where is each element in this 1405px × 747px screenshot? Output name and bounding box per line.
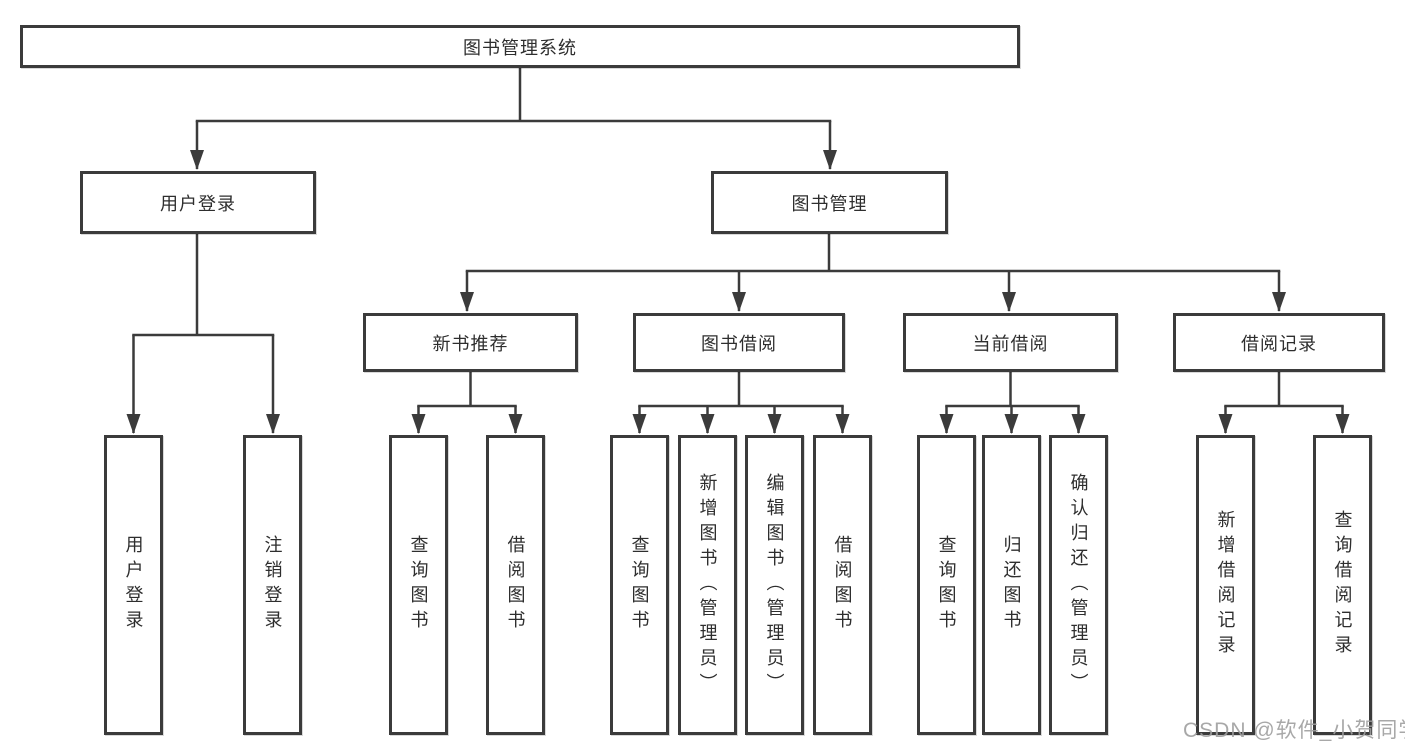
node-user-login: 用户登录: [80, 171, 316, 234]
leaf-logout: 注销登录: [243, 435, 302, 735]
node-library-management-system: 图书管理系统: [20, 25, 1020, 68]
leaf-user-login: 用户登录: [104, 435, 163, 735]
leaf-confirm-return-admin: 确认归还（管理员）: [1049, 435, 1108, 735]
leaf-borrow-books-recommend: 借阅图书: [486, 435, 545, 735]
leaf-query-books-recommend: 查询图书: [389, 435, 448, 735]
node-book-management: 图书管理: [711, 171, 948, 234]
csdn-watermark: CSDN @软件_小贺同学: [1183, 719, 1405, 742]
leaf-query-books-borrow: 查询图书: [610, 435, 669, 735]
leaf-borrow-books: 借阅图书: [813, 435, 872, 735]
leaf-return-books: 归还图书: [982, 435, 1041, 735]
leaf-add-borrow-record: 新增借阅记录: [1196, 435, 1255, 735]
node-new-book-recommend: 新书推荐: [363, 313, 578, 372]
node-borrow-records: 借阅记录: [1173, 313, 1385, 372]
leaf-query-borrow-record: 查询借阅记录: [1313, 435, 1372, 735]
node-current-borrow: 当前借阅: [903, 313, 1118, 372]
leaf-edit-books-admin: 编辑图书（管理员）: [745, 435, 804, 735]
leaf-query-books-current: 查询图书: [917, 435, 976, 735]
leaf-add-books-admin: 新增图书（管理员）: [678, 435, 737, 735]
node-book-borrow: 图书借阅: [633, 313, 845, 372]
